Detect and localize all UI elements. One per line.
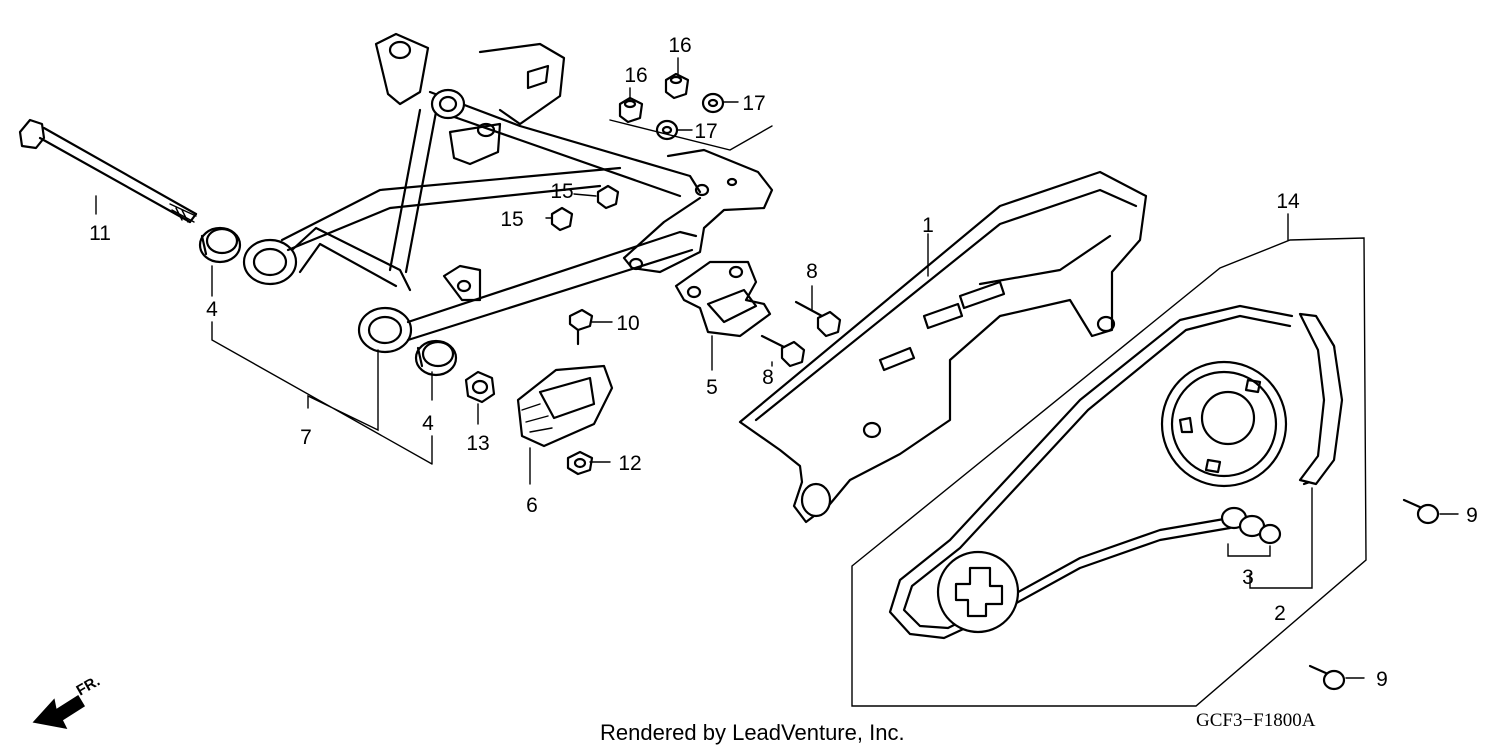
- callout-17-upper: 17: [742, 92, 765, 115]
- callout-5: 5: [706, 376, 718, 399]
- bracket-bolt-upper[interactable]: [794, 300, 842, 338]
- front-sprocket[interactable]: [936, 550, 1020, 634]
- nut-15-lower[interactable]: [550, 206, 574, 232]
- chain-kit-outline: [851, 237, 1367, 707]
- swing-arm[interactable]: [242, 32, 774, 354]
- callout-16-right: 16: [668, 34, 691, 57]
- chain-kit-bracket: [1249, 487, 1313, 589]
- arrow-icon: [32, 694, 86, 730]
- callout-7: 7: [300, 426, 312, 449]
- chain-case[interactable]: [738, 170, 1148, 524]
- leader-lines: [95, 57, 1459, 679]
- chain-part-bracket: [1227, 543, 1271, 557]
- slider-bolt[interactable]: [568, 308, 594, 346]
- front-direction-arrow: FR.: [32, 673, 103, 730]
- callout-2: 2: [1274, 602, 1286, 625]
- callout-15-upper: 15: [550, 180, 573, 203]
- hardware-group-bracket: [609, 119, 773, 151]
- nut-16-right[interactable]: [664, 72, 690, 100]
- diagram-code: GCF3−F1800A: [1196, 710, 1316, 731]
- callout-13: 13: [466, 432, 489, 455]
- callout-16-left: 16: [624, 64, 647, 87]
- callout-4-right: 4: [422, 412, 434, 435]
- callout-15-lower: 15: [500, 208, 523, 231]
- rear-sprocket[interactable]: [1160, 360, 1288, 488]
- bracket-bolt-lower[interactable]: [760, 334, 806, 368]
- footer-credit: Rendered by LeadVenture, Inc.: [600, 720, 905, 745]
- washer-17-right[interactable]: [701, 92, 725, 114]
- callout-9-lower: 9: [1376, 668, 1388, 691]
- callout-labels: 1 2 3 4 4 5 6 7 8 8 9 9 10 11 12 13 14 1…: [89, 34, 1478, 691]
- callout-11: 11: [89, 222, 111, 245]
- callout-14: 14: [1276, 190, 1300, 213]
- callout-8-upper: 8: [806, 260, 818, 283]
- callout-1: 1: [922, 214, 934, 237]
- chain-guard-bracket[interactable]: [674, 260, 772, 338]
- pivot-bolt[interactable]: [18, 118, 198, 224]
- chain-slider[interactable]: [516, 364, 614, 448]
- callout-4-left: 4: [206, 298, 218, 321]
- callout-3: 3: [1242, 566, 1254, 589]
- nut-15-upper[interactable]: [596, 184, 620, 210]
- drive-chain[interactable]: [888, 304, 1344, 640]
- pivot-nut[interactable]: [464, 370, 496, 404]
- bushing-left[interactable]: [198, 226, 242, 264]
- washer-17-left[interactable]: [655, 119, 679, 141]
- callout-10: 10: [616, 312, 639, 335]
- slider-nut[interactable]: [566, 450, 594, 476]
- callout-9-upper: 9: [1466, 504, 1478, 527]
- callout-17-lower: 17: [694, 120, 717, 143]
- nut-16-left[interactable]: [618, 96, 644, 124]
- callout-12: 12: [618, 452, 641, 475]
- case-bolt-lower[interactable]: [1308, 664, 1346, 691]
- master-link[interactable]: [1220, 506, 1282, 545]
- bushing-right[interactable]: [414, 339, 458, 377]
- callout-8-lower: 8: [762, 366, 774, 389]
- case-bolt-upper[interactable]: [1402, 498, 1440, 525]
- callout-6: 6: [526, 494, 538, 517]
